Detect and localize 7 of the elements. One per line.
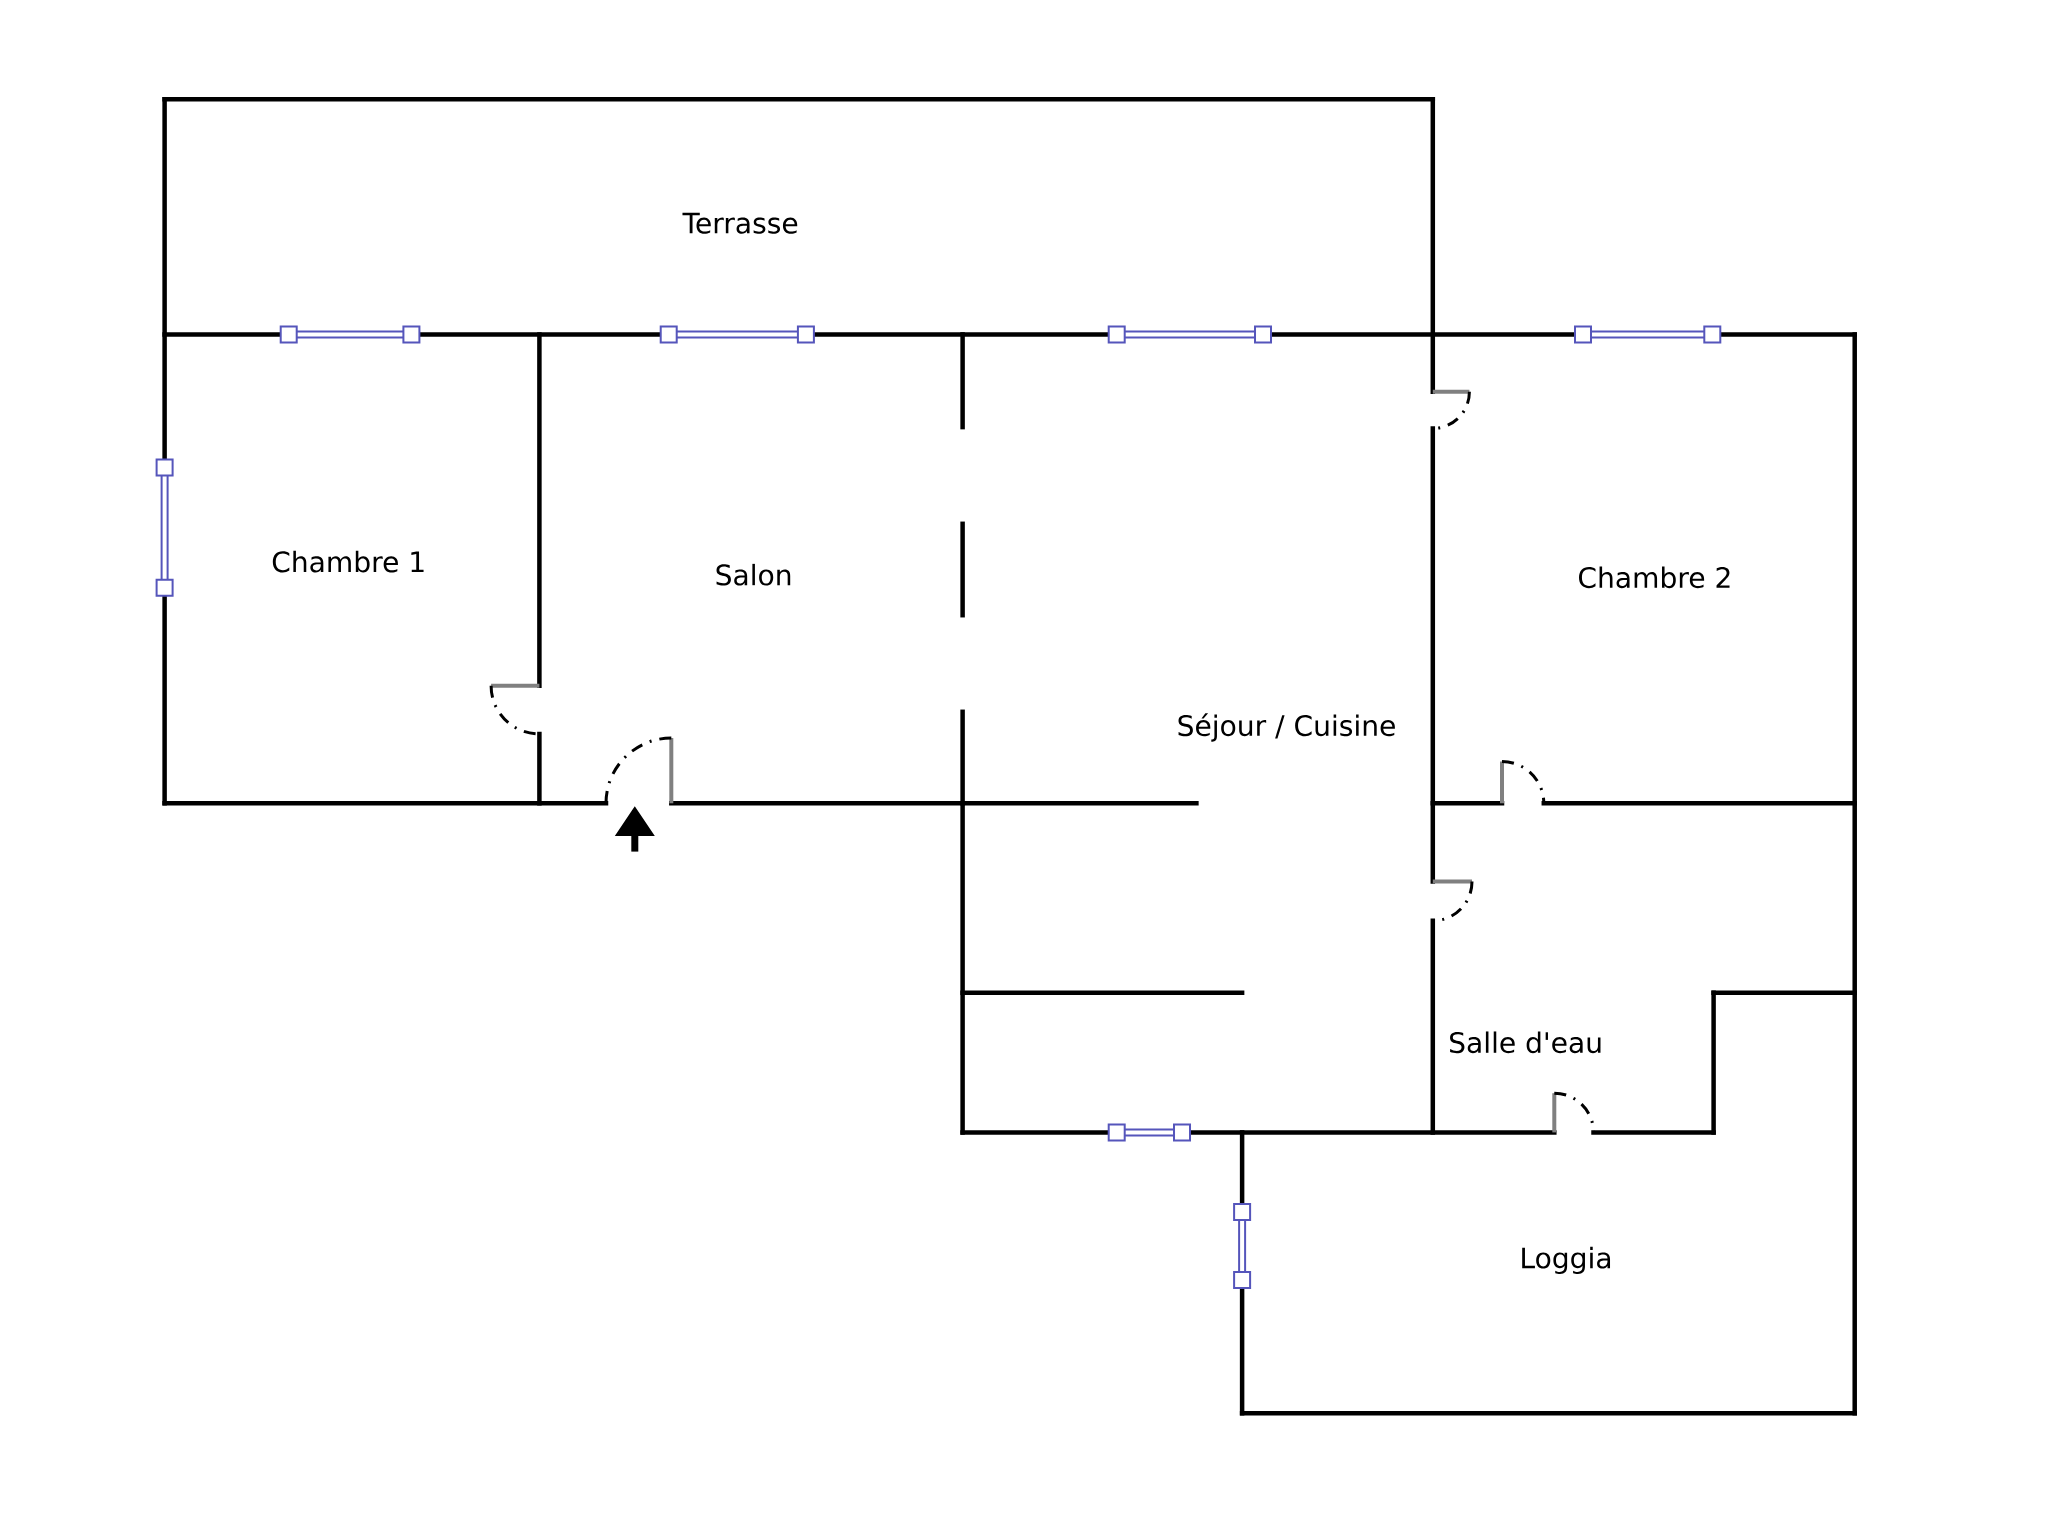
room-label: Séjour / Cuisine (1178, 713, 1395, 742)
room-label: Terrasse (682, 212, 798, 234)
room-label: Chambre 1 (272, 550, 424, 573)
room-label: Salle d'eau (1450, 1031, 1601, 1054)
room-label: Salon (716, 563, 791, 586)
room-label: Loggia (1522, 1246, 1610, 1274)
room-label: Chambre 2 (1579, 566, 1730, 589)
